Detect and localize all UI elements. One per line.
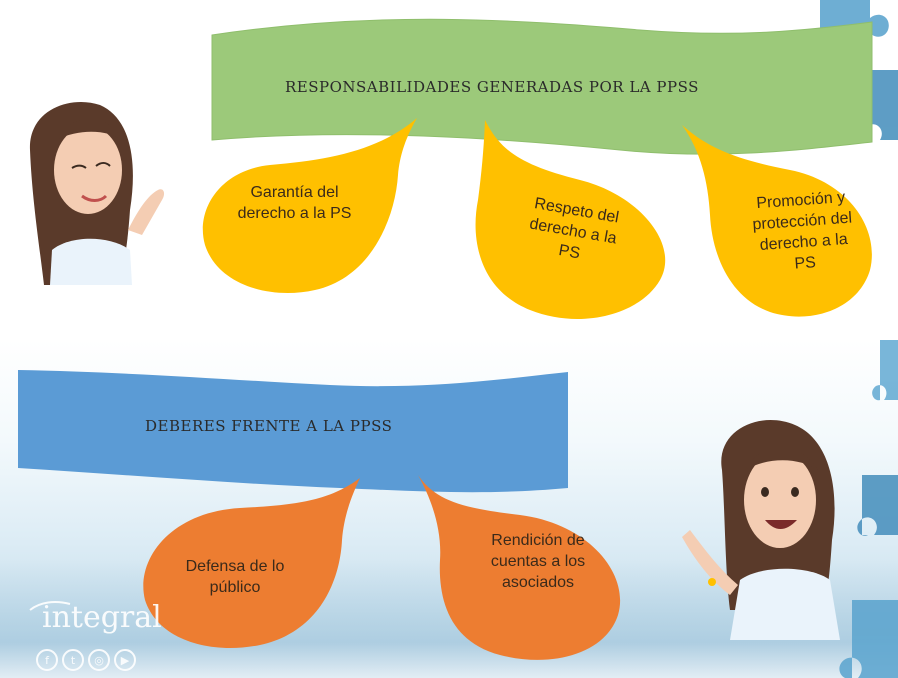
- orange-bubble-2-shape: [418, 475, 621, 660]
- yellow-bubble-1-shape: [202, 118, 417, 293]
- cartoon-woman-right: [682, 420, 840, 640]
- facebook-icon: [36, 649, 58, 671]
- top-banner-title: RESPONSABILIDADES GENERADAS POR LA PPSS: [285, 78, 699, 96]
- blue-banner-shape: [18, 370, 568, 493]
- green-banner-shape: [211, 18, 873, 155]
- youtube-icon: [114, 649, 136, 671]
- bubble-rendicion: Rendición de cuentas a los asociados: [490, 532, 586, 591]
- bubble-defensa: Defensa de lo público: [185, 558, 285, 596]
- orange-bubble-1-shape: [143, 478, 360, 648]
- yellow-bubble-2-shape: [475, 120, 666, 319]
- logo-mark: [29, 601, 71, 611]
- instagram-icon: [88, 649, 110, 671]
- svg-text:f: f: [45, 654, 50, 667]
- cartoon-woman-left: [29, 102, 165, 285]
- bottom-banner-title: DEBERES FRENTE A LA PPSS: [145, 417, 393, 435]
- twitter-icon: [62, 649, 84, 671]
- bubble-promocion: Promoción y protección del derecho a la …: [751, 188, 853, 273]
- svg-text:▶: ▶: [121, 654, 130, 667]
- svg-text:t: t: [71, 654, 76, 667]
- integral-logo: integral: [42, 600, 162, 635]
- yellow-bubble-3-shape: [682, 125, 872, 317]
- social-icons-row: [36, 649, 136, 671]
- svg-text:◎: ◎: [94, 654, 104, 667]
- bubble-garantia: Garantía del derecho a la PS: [237, 184, 352, 222]
